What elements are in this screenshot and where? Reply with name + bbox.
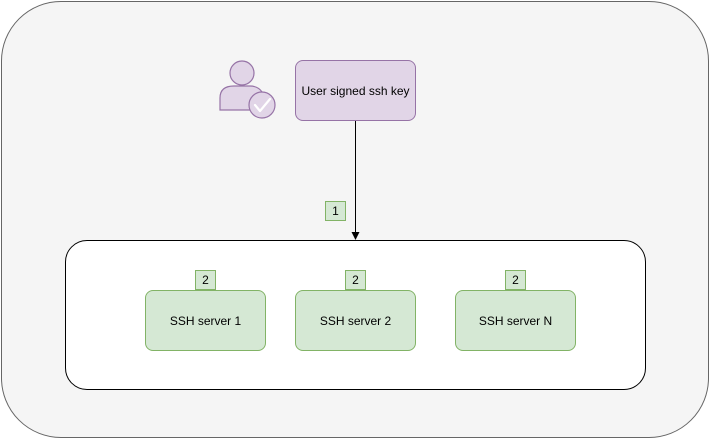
step-2-label: 2	[202, 273, 209, 287]
ssh-server-1-node: SSH server 1	[145, 290, 266, 351]
ssh-server-2-node: SSH server 2	[295, 290, 416, 351]
ssh-server-2-label: SSH server 2	[319, 313, 392, 328]
user-verified-icon	[219, 60, 276, 119]
step-2-label: 2	[352, 273, 359, 287]
user-signed-ssh-key-label: User signed ssh key	[301, 83, 410, 98]
step-1-badge: 1	[325, 201, 346, 221]
user-signed-ssh-key-node: User signed ssh key	[295, 60, 416, 121]
step-2-badge-server-1: 2	[195, 270, 216, 290]
ssh-server-n-node: SSH server N	[455, 290, 576, 351]
ssh-server-1-label: SSH server 1	[169, 313, 242, 328]
step-1-label: 1	[332, 204, 339, 218]
step-2-badge-server-2: 2	[345, 270, 366, 290]
step-2-badge-server-n: 2	[505, 270, 526, 290]
step-2-label: 2	[512, 273, 519, 287]
ssh-server-n-label: SSH server N	[478, 313, 553, 328]
